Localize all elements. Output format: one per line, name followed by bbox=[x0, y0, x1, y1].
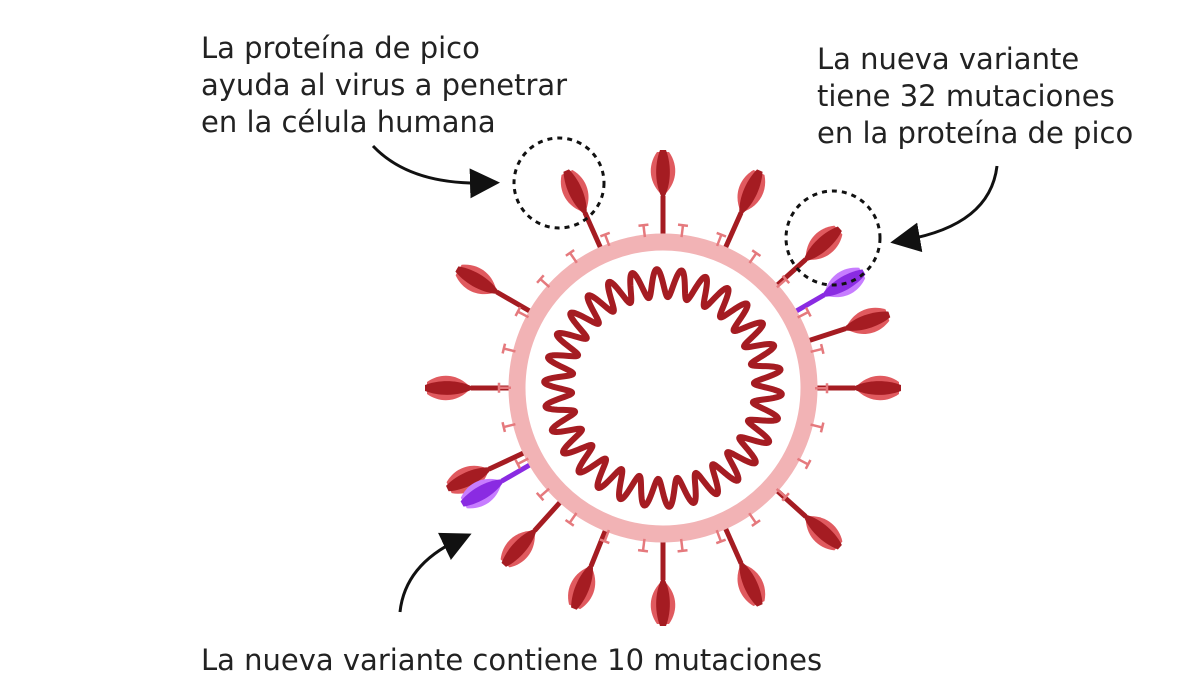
highlight-circle-top-left bbox=[514, 138, 604, 228]
viral-rna-coil bbox=[544, 269, 782, 507]
arrow-other-mutations bbox=[400, 540, 458, 612]
spike-protein bbox=[798, 303, 893, 355]
spike-proteins bbox=[425, 150, 901, 626]
spike-protein bbox=[651, 150, 676, 242]
spike-protein bbox=[651, 534, 676, 626]
arrow-spike-mutations bbox=[905, 166, 997, 240]
arrow-spike-protein bbox=[373, 146, 485, 183]
